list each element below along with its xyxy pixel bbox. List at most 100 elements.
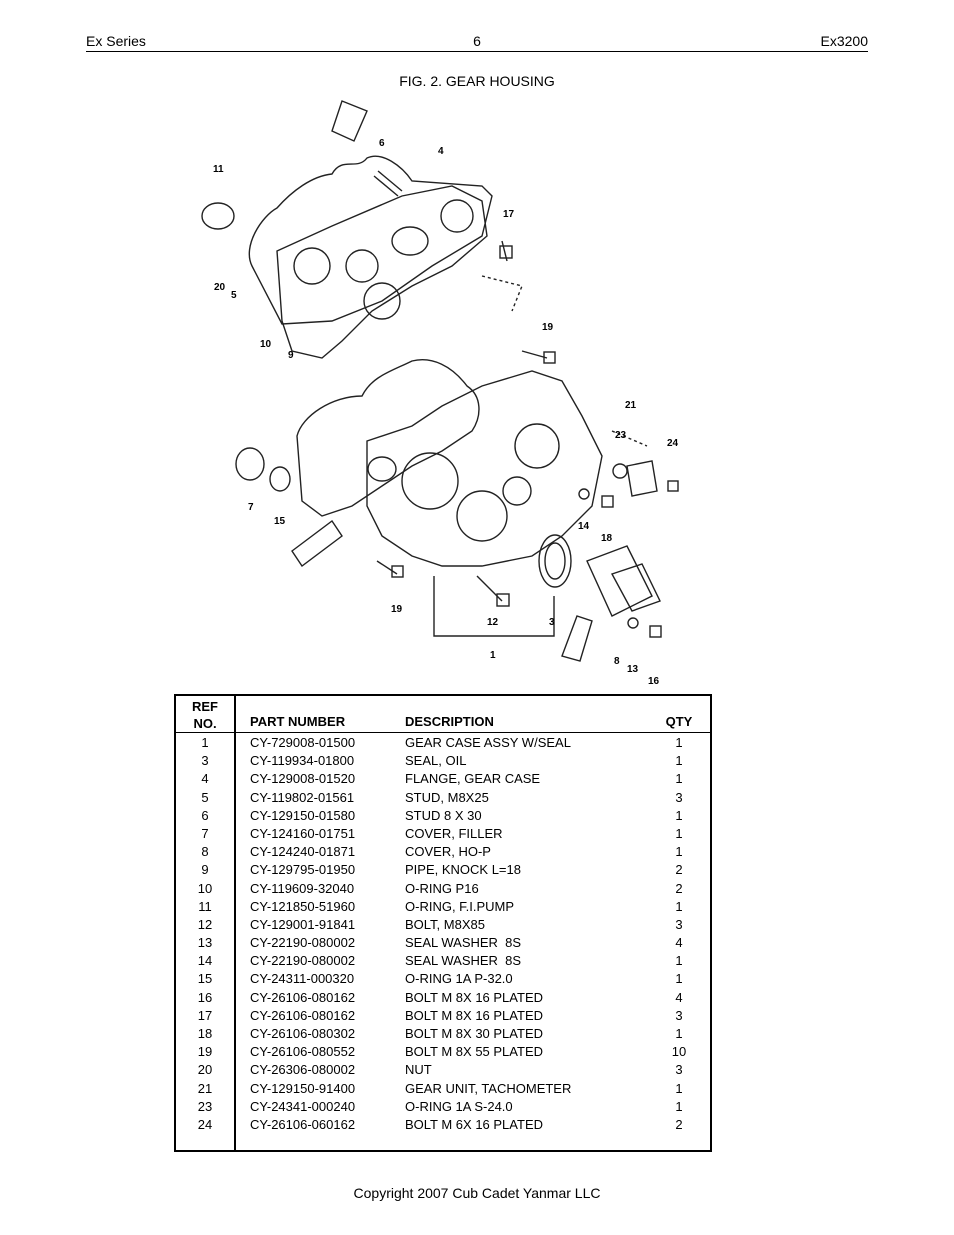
cell-part-number: CY-24311-000320 (250, 971, 355, 987)
sealant-tube-left (291, 519, 343, 568)
cell-ref: 14 (197, 953, 213, 969)
callout-23: 23 (615, 430, 627, 441)
cell-ref: 9 (201, 862, 209, 878)
cell-description: O-RING P16 (405, 880, 479, 896)
header-part-number: PART NUMBER (250, 714, 346, 729)
filler-cover-7 (235, 447, 265, 481)
cell-part-number: CY-124240-01871 (250, 844, 356, 860)
callout-8: 8 (614, 656, 620, 667)
callout-5: 5 (231, 290, 237, 301)
cell-ref: 19 (197, 1044, 213, 1060)
cell-part-number: CY-129008-01520 (250, 771, 356, 787)
bolt-12 (476, 575, 503, 602)
cell-ref: 3 (201, 753, 209, 769)
callout-1: 1 (490, 650, 496, 661)
washer-13 (627, 617, 639, 629)
cell-part-number: CY-22190-080002 (250, 953, 356, 969)
cell-qty: 1 (675, 771, 683, 787)
cell-ref: 18 (197, 1026, 213, 1041)
gasket-upper (248, 155, 493, 325)
cell-part-number: CY-121850-51960 (250, 898, 356, 914)
sealant-tube-top (331, 100, 368, 142)
cell-ref: 21 (197, 1080, 213, 1096)
callout-24: 24 (667, 438, 679, 449)
table-row: 14 CY-22190-080002 SEAL WASHER 8S 1 (176, 952, 710, 970)
cell-qty: 3 (675, 1062, 683, 1078)
cell-qty: 1 (675, 1026, 683, 1041)
case-bore-c (456, 490, 508, 542)
flange-hole-b (345, 249, 379, 283)
cell-description: SEAL WASHER 8S (405, 953, 522, 969)
callout-16: 16 (648, 676, 660, 687)
cell-ref: 7 (201, 825, 209, 841)
cell-ref: 1 (201, 735, 209, 750)
o-ring-23 (612, 463, 628, 479)
header-qty: QTY (665, 714, 693, 729)
callout-18: 18 (601, 533, 613, 544)
cell-qty: 2 (675, 862, 683, 878)
cell-qty: 1 (675, 953, 683, 969)
bolt-12-head (496, 593, 510, 607)
callout-12: 12 (487, 617, 499, 628)
header-ref-no: REF NO. (176, 698, 234, 732)
cell-description: BOLT, M8X85 (405, 916, 485, 932)
cell-description: O-RING 1A S-24.0 (405, 1098, 513, 1114)
case-neck (367, 456, 397, 482)
bolt-19-upper-head (543, 351, 556, 364)
bolt-17-head (499, 245, 513, 259)
cell-description: SEAL, OIL (405, 753, 467, 769)
bolt-19-lower (376, 560, 398, 575)
cell-description: COVER, FILLER (405, 825, 503, 841)
cell-ref: 23 (197, 1098, 213, 1114)
bolt-16-head (649, 625, 662, 638)
cell-part-number: CY-129001-91841 (250, 916, 356, 932)
cell-part-number: CY-124160-01751 (250, 825, 356, 841)
cell-ref: 13 (197, 935, 213, 951)
cell-description: O-RING 1A P-32.0 (405, 971, 513, 987)
header-ref-line2: NO. (193, 716, 217, 731)
cell-part-number: CY-26306-080002 (250, 1062, 356, 1078)
cell-qty: 1 (675, 753, 683, 769)
cell-part-number: CY-129150-91400 (250, 1080, 356, 1096)
callout-14: 14 (578, 521, 590, 532)
cell-ref: 11 (198, 898, 212, 914)
cell-qty: 1 (675, 971, 683, 987)
cell-qty: 10 (671, 1044, 687, 1060)
gear-housing-diagram: 11 6 4 17 20 5 10 9 19 21 23 24 7 15 14 … (201, 100, 679, 687)
bolt-19-upper (521, 350, 548, 359)
page-number: 6 (473, 33, 481, 49)
ho-p-gasket (586, 545, 653, 617)
callout-7: 7 (248, 502, 254, 513)
flange-slot (391, 226, 429, 256)
cell-ref: 4 (201, 771, 209, 787)
cell-qty: 2 (675, 880, 683, 896)
o-ring-11 (201, 202, 235, 230)
cell-description: O-RING, F.I.PUMP (405, 898, 515, 914)
cell-part-number: CY-26106-080162 (250, 989, 356, 1005)
case-bore-b (514, 423, 560, 469)
cell-part-number: CY-729008-01500 (250, 735, 356, 750)
callout-3: 3 (549, 617, 555, 628)
cell-ref: 12 (197, 916, 213, 932)
header-model: Ex3200 (820, 33, 868, 49)
cell-description: BOLT M 8X 16 PLATED (405, 1007, 543, 1023)
cell-description: PIPE, KNOCK L=18 (405, 862, 521, 878)
callout-6: 6 (379, 138, 385, 149)
cell-part-number: CY-26106-060162 (250, 1116, 356, 1132)
header-rule (86, 51, 868, 52)
stud-6 (373, 170, 403, 197)
cell-description: SEAL WASHER 8S (405, 935, 522, 951)
table-column-divider (234, 696, 236, 1150)
cell-part-number: CY-26106-080162 (250, 1007, 356, 1023)
cell-part-number: CY-26106-080302 (250, 1026, 356, 1041)
figure-title: FIG. 2. GEAR HOUSING (399, 73, 555, 89)
